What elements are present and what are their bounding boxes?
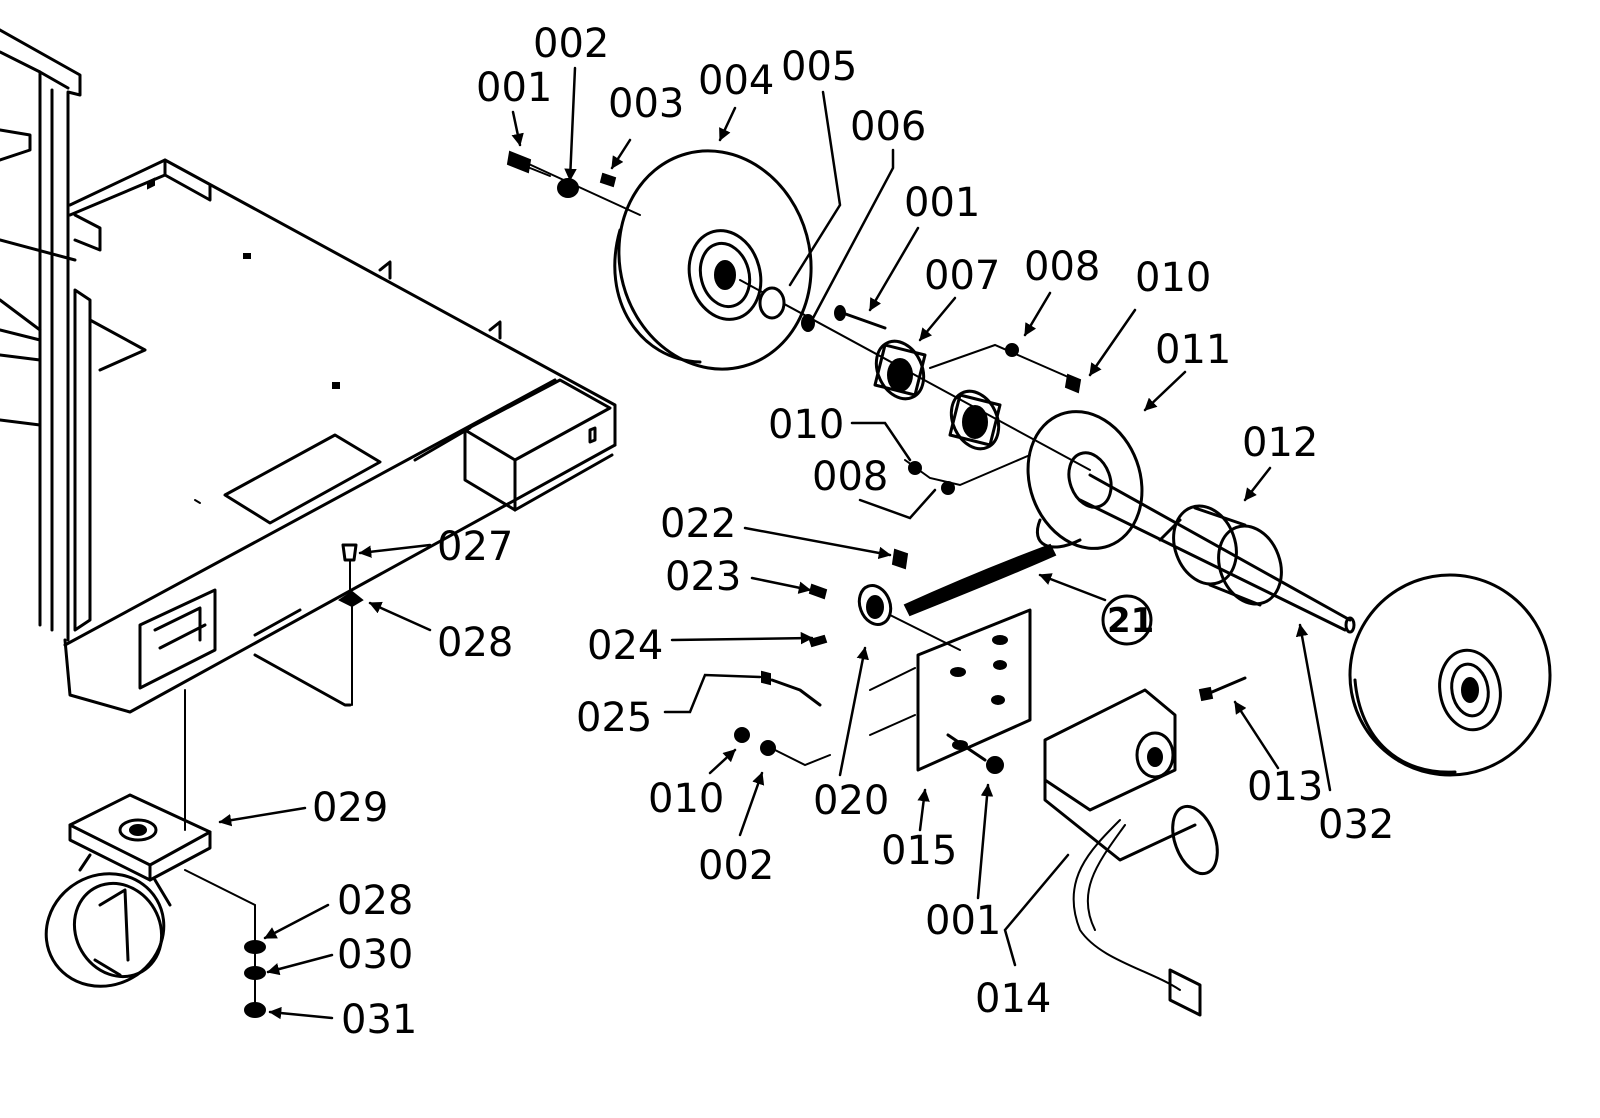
motor-assembly [916, 608, 1219, 1017]
label-004: 004 [698, 58, 774, 104]
left-drive-wheel [506, 149, 1091, 471]
label-003: 003 [608, 81, 684, 127]
label-024: 024 [587, 623, 663, 669]
caster-assembly [44, 543, 364, 1018]
label-028: 028 [337, 878, 413, 924]
label-032: 032 [1318, 802, 1394, 848]
label-008: 008 [1024, 244, 1100, 290]
label-027: 027 [437, 524, 513, 570]
leader-lines [218, 66, 1332, 1020]
label-001: 001 [904, 180, 980, 226]
label-015: 015 [881, 828, 957, 874]
label-020: 020 [813, 778, 889, 824]
label-030: 030 [337, 932, 413, 978]
label-002: 002 [698, 843, 774, 889]
label-002: 002 [533, 21, 609, 67]
label-025: 025 [576, 695, 652, 741]
drive-sprocket-axle [903, 410, 1356, 634]
cart-frame [0, 28, 617, 714]
label-010: 010 [1135, 255, 1211, 301]
label-006: 006 [850, 104, 926, 150]
label-031: 031 [341, 997, 417, 1043]
label-013: 013 [1247, 764, 1323, 810]
label-023: 023 [665, 554, 741, 600]
label-001: 001 [925, 898, 1001, 944]
label-010: 010 [648, 776, 724, 822]
label-011: 011 [1155, 327, 1231, 373]
label-001: 001 [476, 65, 552, 111]
label-022: 022 [660, 501, 736, 547]
label-21: 21 [1107, 601, 1154, 641]
label-014: 014 [975, 976, 1051, 1022]
label-029: 029 [312, 785, 388, 831]
callout-circle-21 [1101, 594, 1153, 646]
label-008: 008 [812, 454, 888, 500]
right-drive-wheel [1348, 573, 1552, 777]
label-010: 010 [768, 402, 844, 448]
label-028: 028 [437, 620, 513, 666]
label-012: 012 [1242, 420, 1318, 466]
label-005: 005 [781, 44, 857, 90]
part-labels: 001 002 003 004 005 006 001 007 008 010 … [312, 21, 1394, 1043]
bearing-assemblies [873, 339, 1082, 495]
label-007: 007 [924, 253, 1000, 299]
